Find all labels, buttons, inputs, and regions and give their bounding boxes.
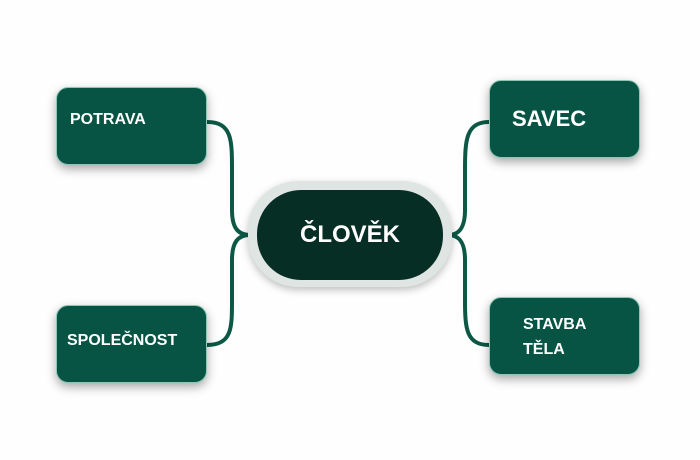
node-potrava[interactable]: POTRAVA <box>56 87 207 165</box>
connector-spolecnost <box>205 233 252 347</box>
node-label-line1: STAVBA <box>523 316 587 333</box>
node-stavba-tela[interactable]: STAVBA TĚLA <box>489 297 640 375</box>
node-label-line2: TĚLA <box>523 341 565 358</box>
node-label: POTRAVA <box>70 111 146 128</box>
node-savec[interactable]: SAVEC <box>489 80 640 158</box>
center-node[interactable]: ČLOVĚK <box>257 190 443 280</box>
node-spolecnost[interactable]: SPOLEČNOST <box>56 305 207 383</box>
node-label: SAVEC <box>512 106 587 131</box>
node-label: SPOLEČNOST <box>67 332 178 349</box>
connector-savec <box>446 120 491 237</box>
connector-potrava <box>205 120 252 237</box>
center-label: ČLOVĚK <box>299 221 400 248</box>
connector-stavba <box>446 233 491 347</box>
node-label: STAVBA TĚLA <box>523 312 586 362</box>
